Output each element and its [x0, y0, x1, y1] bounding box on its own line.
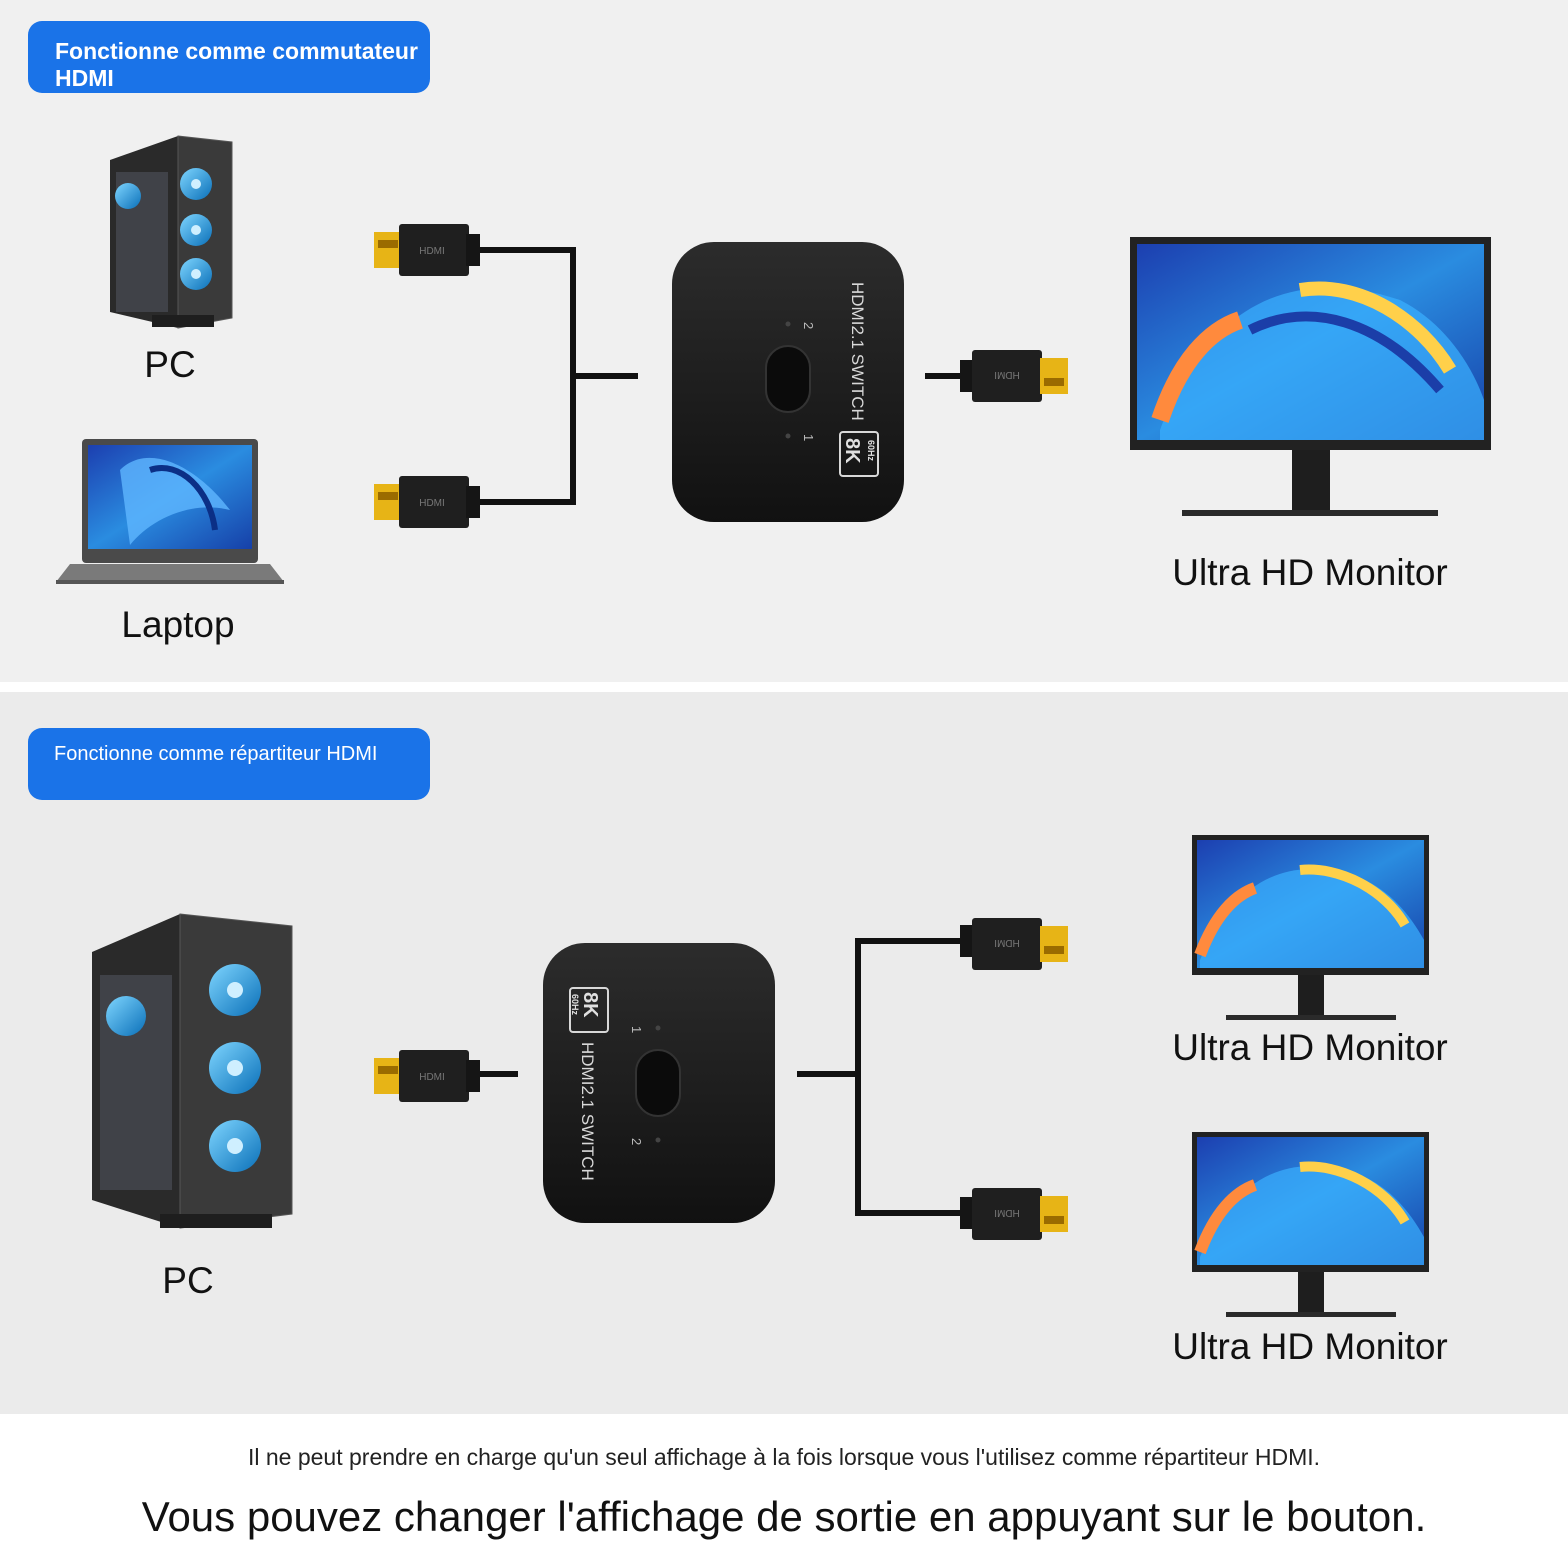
hdmi-connector-text: HDMI [994, 369, 1020, 380]
resolution-badge: 8K [579, 992, 601, 1018]
hdmi-connector-input-1: HDMI [374, 224, 480, 276]
device-model-text: HDMI2.1 SWITCH [848, 282, 867, 421]
monitor-icon [1192, 835, 1429, 1020]
switch-button[interactable] [765, 345, 811, 413]
monitor-icon [1192, 1132, 1429, 1317]
pc-tower-icon [110, 135, 233, 329]
hdmi-connector-text: HDMI [994, 1207, 1020, 1218]
switch-mode-tag: Fonctionne comme commutateur HDMI [28, 21, 430, 93]
laptop-label: Laptop [121, 604, 235, 645]
port-label-1: 1 [801, 434, 816, 441]
input-cables [480, 247, 962, 505]
switch-button[interactable] [635, 1049, 681, 1117]
pc-tower-icon [92, 913, 293, 1229]
hdmi-connector-output: HDMI [960, 350, 1068, 402]
splitter-mode-tag: Fonctionne comme répartiteur HDMI [28, 728, 430, 800]
hdmi-connector-text: HDMI [419, 246, 445, 257]
switch-mode-panel: Fonctionne comme commutateur HDMI [0, 0, 1568, 682]
monitor-label: Ultra HD Monitor [1172, 552, 1448, 593]
splitter-mode-panel: Fonctionne comme répartiteur HDMI [0, 692, 1568, 1414]
footer-note: Il ne peut prendre en charge qu'un seul … [247, 1444, 1321, 1470]
hdmi-connector-text: HDMI [994, 937, 1020, 948]
port-label-2: 2 [801, 322, 816, 329]
resolution-badge: 8K [841, 438, 863, 464]
switch-mode-diagram: HDMI HDMI HDMI 2 1 HDMI2.1 SWITCH [56, 135, 1491, 584]
refresh-badge: 60Hz [866, 440, 876, 462]
hdmi-switch-device: 2 1 HDMI2.1 SWITCH 8K 60Hz [672, 242, 904, 522]
pc-label: PC [144, 344, 196, 385]
pc-label: PC [162, 1260, 214, 1301]
hdmi-splitter-device: 1 2 HDMI2.1 SWITCH 8K 60Hz [543, 943, 775, 1223]
port-label-1: 1 [629, 1026, 644, 1033]
monitor-icon [1130, 237, 1491, 516]
refresh-badge: 60Hz [570, 994, 580, 1016]
monitor-label-2: Ultra HD Monitor [1172, 1326, 1448, 1367]
hdmi-connector-text: HDMI [419, 498, 445, 509]
hdmi-connector-input: HDMI [374, 1050, 480, 1102]
laptop-icon [56, 439, 284, 584]
device-model-text: HDMI2.1 SWITCH [578, 1042, 597, 1181]
hdmi-connector-output-2: HDMI [960, 1188, 1068, 1240]
output-cables [480, 938, 962, 1216]
port-label-2: 2 [629, 1138, 644, 1145]
hdmi-connector-output-1: HDMI [960, 918, 1068, 970]
splitter-mode-diagram: HDMI HDMI HDMI 1 2 HDMI2.1 SWITCH [92, 835, 1429, 1317]
hdmi-connector-input-2: HDMI [374, 476, 480, 528]
footer-headline: Vous pouvez changer l'affichage de sorti… [141, 1493, 1427, 1540]
monitor-label-1: Ultra HD Monitor [1172, 1027, 1448, 1068]
hdmi-connector-text: HDMI [419, 1072, 445, 1083]
